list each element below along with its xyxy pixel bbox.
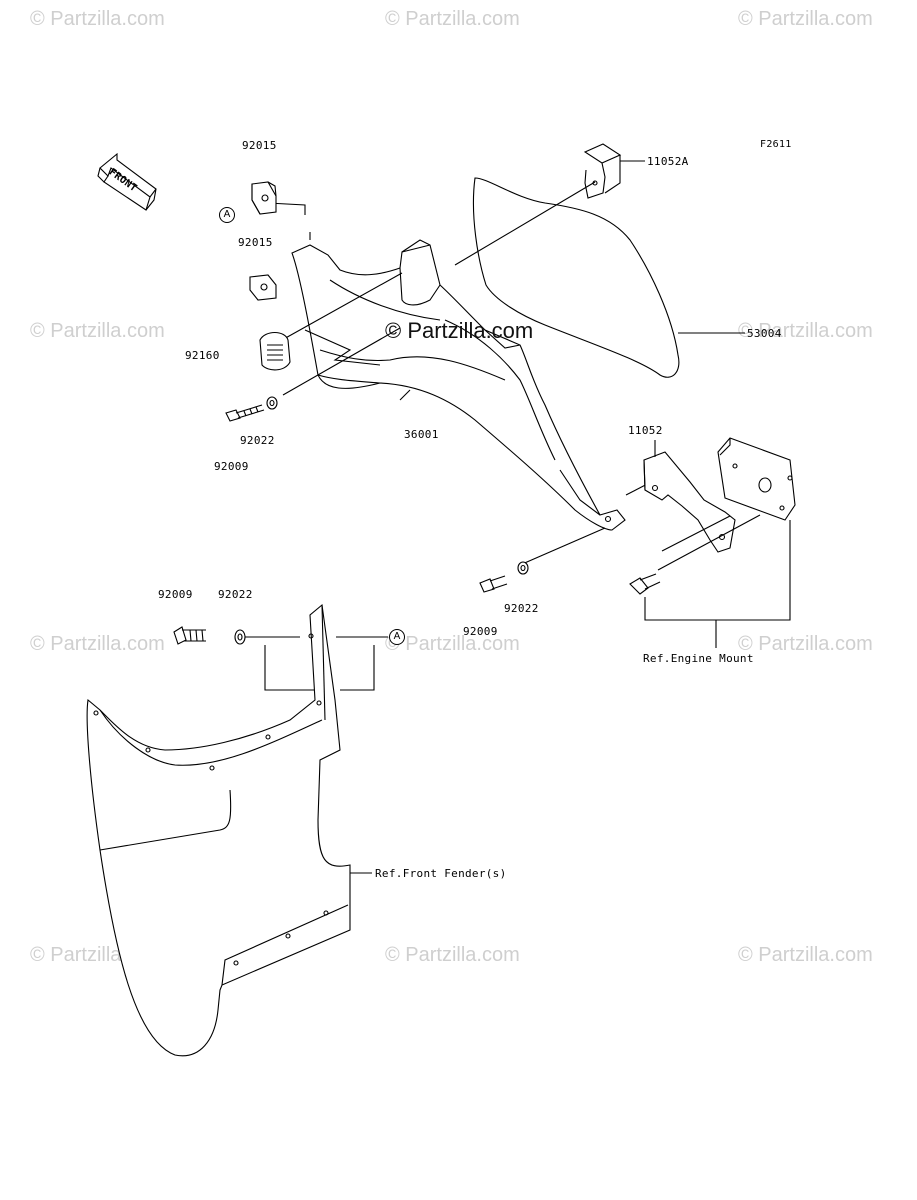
part-92009-bolt-lower xyxy=(173,626,206,645)
part-11052A-bracket xyxy=(583,143,622,199)
part-53004-flap xyxy=(472,177,680,378)
watermark: © Partzilla.com xyxy=(30,8,165,30)
watermark: © Partzilla.com xyxy=(738,320,873,342)
part-92022-washer-center xyxy=(517,561,529,575)
watermark: © Partzilla.com xyxy=(738,633,873,655)
part-label-92009-lower[interactable]: 92009 xyxy=(158,588,193,601)
part-label-92022-lower[interactable]: 92022 xyxy=(218,588,253,601)
part-label-92022-left[interactable]: 92022 xyxy=(240,434,275,447)
part-label-92022-center[interactable]: 92022 xyxy=(504,602,539,615)
part-92009-bolt-center xyxy=(479,575,508,593)
ref-front-fender-label[interactable]: Ref.Front Fender(s) xyxy=(375,867,507,880)
part-11052-bracket xyxy=(643,451,736,553)
part-label-11052A[interactable]: 11052A xyxy=(647,155,689,168)
part-92015-top-clip xyxy=(251,181,277,215)
part-label-92009-center[interactable]: 92009 xyxy=(463,625,498,638)
part-label-92015-mid[interactable]: 92015 xyxy=(238,236,273,249)
watermark: © Partzilla.com xyxy=(738,8,873,30)
part-92022-washer xyxy=(266,396,278,410)
part-92160-grommet xyxy=(259,331,291,371)
part-label-11052[interactable]: 11052 xyxy=(628,424,663,437)
watermark: © Partzilla.com xyxy=(385,944,520,966)
part-label-92009-left[interactable]: 92009 xyxy=(214,460,249,473)
engine-mount-bolt xyxy=(629,573,661,595)
watermark: © Partzilla.com xyxy=(385,8,520,30)
part-36001-side-cover xyxy=(291,239,626,531)
part-92009-bolt xyxy=(225,404,265,422)
watermark: © Partzilla.com xyxy=(738,944,873,966)
part-92015-mid-clip xyxy=(249,274,277,301)
part-92022-washer-lower xyxy=(234,629,246,645)
ref-engine-mount-label[interactable]: Ref.Engine Mount xyxy=(643,652,754,665)
watermark: © Partzilla.com xyxy=(385,633,520,655)
part-label-36001[interactable]: 36001 xyxy=(404,428,439,441)
part-label-92160[interactable]: 92160 xyxy=(185,349,220,362)
engine-mount-plate xyxy=(717,437,796,521)
part-label-53004[interactable]: 53004 xyxy=(747,327,782,340)
callout-a-marker: A xyxy=(389,629,405,645)
front-arrow-icon xyxy=(97,152,157,211)
callout-a-marker: A xyxy=(219,207,235,223)
center-watermark: © Partzilla.com xyxy=(385,318,534,343)
part-label-92015-top[interactable]: 92015 xyxy=(242,139,277,152)
watermark: © Partzilla.com xyxy=(30,633,165,655)
front-fender-panel xyxy=(86,603,351,1057)
watermark: © Partzilla.com xyxy=(30,320,165,342)
figure-code: F2611 xyxy=(760,139,792,150)
